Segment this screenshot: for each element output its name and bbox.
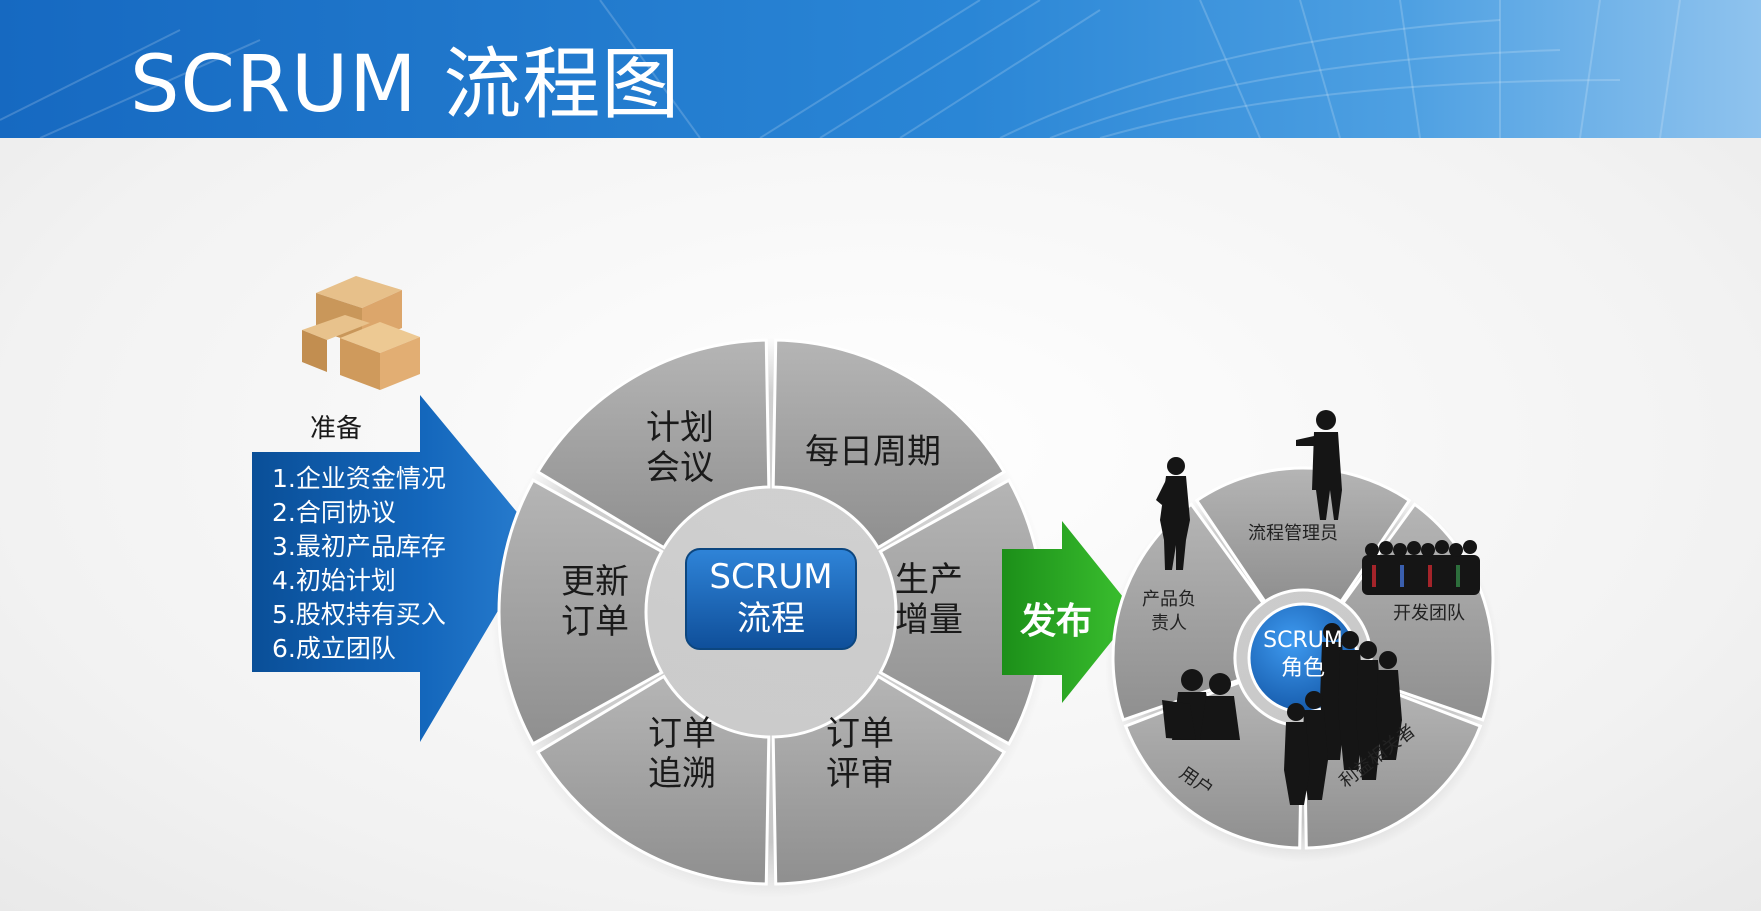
segment-label-order-review: 订单评审 bbox=[826, 714, 894, 794]
segment-label-increment: 生产增量 bbox=[895, 560, 963, 640]
segment-label-order-trace: 订单追溯 bbox=[648, 714, 716, 794]
release-label: 发布 bbox=[1020, 601, 1093, 642]
header-banner: SCRUM 流程图 bbox=[0, 0, 1761, 138]
segment-planning-meeting bbox=[535, 338, 771, 550]
users-figure-icon bbox=[1162, 669, 1240, 740]
preparation-label: 准备 bbox=[310, 414, 363, 444]
preparation-item: 4.初始计划 bbox=[272, 566, 396, 595]
header-decoration bbox=[0, 0, 1681, 138]
development-team-figure-icon bbox=[1362, 540, 1480, 595]
segment-order-review bbox=[771, 674, 1007, 886]
role-label-dev-team: 开发团队 bbox=[1393, 603, 1465, 624]
segment-update-order bbox=[497, 478, 664, 746]
role-label-product-owner: 产品负责人 bbox=[1142, 589, 1196, 634]
boxes-icon bbox=[302, 276, 420, 390]
scrum-process-center bbox=[685, 548, 857, 650]
segment-daily-cycle bbox=[771, 338, 1007, 550]
preparation-item: 5.股权持有买入 bbox=[272, 600, 446, 629]
preparation-arrow bbox=[252, 395, 540, 742]
segment-label-daily-cycle: 每日周期 bbox=[805, 432, 941, 472]
release-arrow bbox=[1002, 521, 1135, 703]
preparation-list: 1.企业资金情况 2.合同协议 3.最初产品库存 4.初始计划 5.股权持有买入… bbox=[272, 462, 446, 666]
segment-label-planning: 计划会议 bbox=[646, 408, 714, 488]
stakeholders-figure-icon bbox=[1284, 623, 1402, 805]
product-owner-figure-icon bbox=[1156, 457, 1190, 570]
preparation-item: 6.成立团队 bbox=[272, 634, 396, 663]
segment-order-trace bbox=[535, 674, 771, 886]
segment-scrum-master bbox=[1194, 466, 1412, 604]
preparation-item: 2.合同协议 bbox=[272, 498, 396, 527]
scrum-master-figure-icon bbox=[1296, 410, 1342, 520]
page-title: SCRUM 流程图 bbox=[130, 40, 681, 130]
segment-label-update-order: 更新订单 bbox=[561, 562, 629, 642]
preparation-item: 3.最初产品库存 bbox=[272, 532, 446, 561]
people-silhouettes bbox=[1156, 410, 1480, 805]
preparation-item: 1.企业资金情况 bbox=[272, 464, 446, 493]
role-label-scrum-master: 流程管理员 bbox=[1248, 523, 1338, 544]
